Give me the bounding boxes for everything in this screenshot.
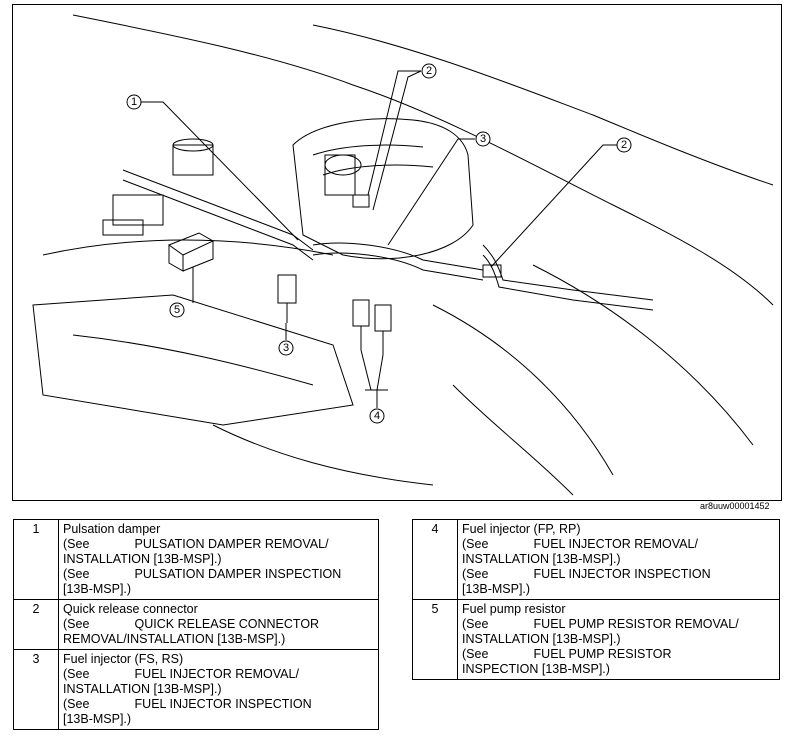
legend-ref: REMOVAL/INSTALLATION [13B-MSP].) [63, 632, 286, 646]
legend-ref: (See PULSATION DAMPER REMOVAL/ [63, 537, 329, 551]
legend-row: 1 Pulsation damper (See PULSATION DAMPER… [13, 519, 379, 600]
figure-code: ar8uuw00001452 [700, 501, 770, 511]
legend-ref: (See FUEL PUMP RESISTOR [462, 647, 672, 661]
legend-ref: [13B-MSP].) [462, 582, 531, 596]
legend-ref: (See FUEL INJECTOR REMOVAL/ [462, 537, 698, 551]
callout-5: 5 [174, 304, 180, 316]
legend-entry: Fuel injector (FS, RS) (See FUEL INJECTO… [58, 649, 379, 730]
legend-name: Fuel injector (FS, RS) [63, 652, 184, 666]
legend-ref: INSTALLATION [13B-MSP].) [462, 552, 621, 566]
legend-ref: INSTALLATION [13B-MSP].) [462, 632, 621, 646]
legend-ref: (See FUEL INJECTOR REMOVAL/ [63, 667, 299, 681]
callout-3b: 3 [283, 342, 289, 354]
legend-number: 2 [13, 599, 59, 650]
legend-entry: Quick release connector (See QUICK RELEA… [58, 599, 379, 650]
legend-row: 3 Fuel injector (FS, RS) (See FUEL INJEC… [13, 649, 379, 730]
legend-ref: (See FUEL INJECTOR INSPECTION [462, 567, 711, 581]
legend-entry: Fuel injector (FP, RP) (See FUEL INJECTO… [457, 519, 780, 600]
legend-row: 2 Quick release connector (See QUICK REL… [13, 599, 379, 650]
legend-name: Fuel pump resistor [462, 602, 566, 616]
legend-ref: [13B-MSP].) [63, 712, 132, 726]
legend-ref: INSTALLATION [13B-MSP].) [63, 682, 222, 696]
legend-ref: (See QUICK RELEASE CONNECTOR [63, 617, 320, 631]
callout-4: 4 [374, 410, 380, 422]
callout-2a: 2 [426, 65, 432, 77]
legend-row: 4 Fuel injector (FP, RP) (See FUEL INJEC… [412, 519, 780, 600]
legend-ref: (See FUEL PUMP RESISTOR REMOVAL/ [462, 617, 739, 631]
legend-table-right: 4 Fuel injector (FP, RP) (See FUEL INJEC… [412, 519, 780, 680]
legend-name: Quick release connector [63, 602, 198, 616]
legend-table-left: 1 Pulsation damper (See PULSATION DAMPER… [13, 519, 379, 730]
legend-entry: Pulsation damper (See PULSATION DAMPER R… [58, 519, 379, 600]
legend-ref: (See FUEL INJECTOR INSPECTION [63, 697, 312, 711]
legend-ref: (See PULSATION DAMPER INSPECTION [63, 567, 342, 581]
engine-bay-illustration: 1 2 2 3 3 4 5 [32, 14, 774, 496]
legend-entry: Fuel pump resistor (See FUEL PUMP RESIST… [457, 599, 780, 680]
legend-number: 4 [412, 519, 458, 600]
legend-name: Fuel injector (FP, RP) [462, 522, 581, 536]
callout-1: 1 [131, 96, 137, 108]
callout-2b: 2 [621, 139, 627, 151]
callout-3a: 3 [480, 133, 486, 145]
legend-name: Pulsation damper [63, 522, 161, 536]
legend-ref: INSPECTION [13B-MSP].) [462, 662, 610, 676]
legend-number: 1 [13, 519, 59, 600]
legend-ref: [13B-MSP].) [63, 582, 132, 596]
legend-number: 3 [13, 649, 59, 730]
legend-ref: INSTALLATION [13B-MSP].) [63, 552, 222, 566]
legend-row: 5 Fuel pump resistor (See FUEL PUMP RESI… [412, 599, 780, 680]
legend-number: 5 [412, 599, 458, 680]
engine-bay-diagram: 1 2 2 3 3 4 5 [12, 4, 782, 501]
